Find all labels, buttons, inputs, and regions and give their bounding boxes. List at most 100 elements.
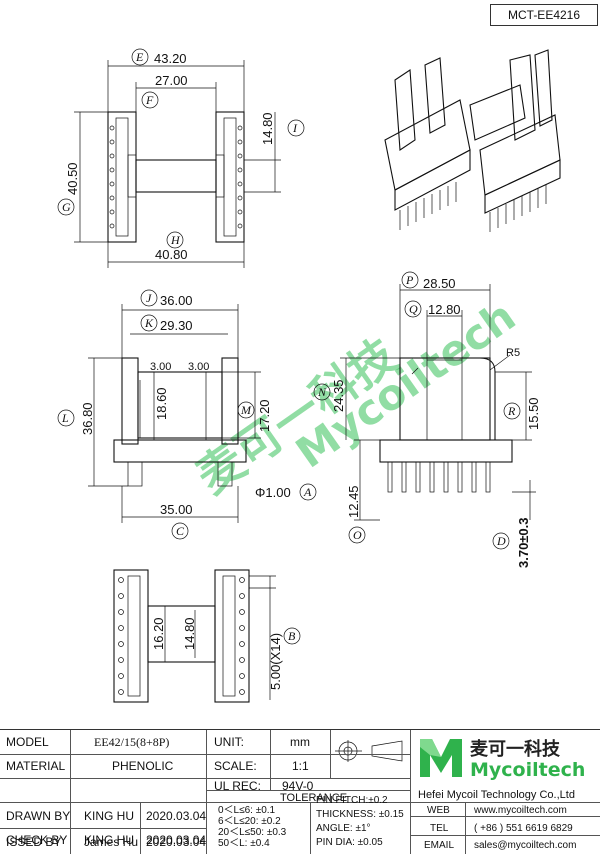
tolerance-4: 50＜L: ±0.4 bbox=[218, 838, 270, 849]
callout-B bbox=[283, 627, 301, 645]
tolerance-label: TOLERANCE bbox=[280, 792, 348, 804]
dim-N: 24.35 bbox=[331, 379, 346, 412]
logo-mark-icon bbox=[420, 739, 462, 777]
callout-Q bbox=[404, 300, 422, 318]
callout-L-label: L bbox=[61, 411, 69, 425]
dim-inner-height: 18.60 bbox=[154, 387, 169, 420]
dim-L: 36.80 bbox=[80, 402, 95, 435]
callout-G bbox=[57, 198, 75, 216]
company-name: Hefei Mycoil Technology Co.,Ltd bbox=[418, 789, 575, 801]
callout-C bbox=[171, 522, 189, 540]
issued-name: James Hu bbox=[84, 835, 139, 849]
callout-K-label: K bbox=[144, 316, 154, 330]
dim-pin-dia: Φ1.00 bbox=[255, 485, 291, 500]
callout-M-label: M bbox=[240, 403, 252, 417]
dim-pin-length: 3.70±0.3 bbox=[516, 517, 531, 568]
front-view bbox=[88, 304, 261, 523]
ul-value: 94V-0 bbox=[282, 779, 314, 793]
callout-N bbox=[313, 383, 331, 401]
dim-G: 40.50 bbox=[65, 162, 80, 195]
dim-O: 12.45 bbox=[346, 485, 361, 518]
check-label: CHECK BY bbox=[6, 833, 68, 847]
unit-value: mm bbox=[290, 735, 310, 749]
dim-pitch: 5.00(X14) bbox=[268, 633, 283, 690]
ul-label: UL REC: bbox=[214, 779, 261, 793]
callout-O bbox=[348, 526, 366, 544]
tolerance-1: 0＜L≤6: ±0.1 bbox=[218, 805, 276, 816]
callout-M bbox=[237, 401, 255, 419]
tolerance-7: ANGLE: ±1° bbox=[316, 823, 371, 834]
unit-label: UNIT: bbox=[214, 735, 244, 749]
tolerance-3: 20＜L≤50: ±0.3 bbox=[218, 827, 287, 838]
dim-bottom-right: 14.80 bbox=[182, 617, 197, 650]
callout-I-label: I bbox=[292, 121, 298, 135]
top-view bbox=[74, 60, 281, 268]
tolerance-5: PIN PITCH:±0.2 bbox=[316, 795, 388, 806]
drawn-date: 2020.03.04 bbox=[146, 809, 207, 823]
email-label: EMAIL bbox=[424, 840, 455, 851]
tel-value: ( +86 ) 551 6619 6829 bbox=[474, 823, 573, 834]
dim-slot-right: 3.00 bbox=[188, 361, 209, 373]
dim-slot-left: 3.00 bbox=[150, 361, 171, 373]
callout-E bbox=[131, 48, 149, 66]
email-value[interactable]: sales@mycoiltech.com bbox=[474, 840, 577, 851]
tolerance-8: PIN DIA: ±0.05 bbox=[316, 837, 383, 848]
side-view bbox=[340, 284, 536, 521]
callout-D bbox=[492, 532, 510, 550]
callout-G-label: G bbox=[62, 200, 71, 214]
logo-cn: 麦可一科技 bbox=[470, 739, 560, 760]
callout-P-label: P bbox=[405, 273, 414, 287]
material-value: PHENOLIC bbox=[112, 759, 174, 773]
dim-radius: R5 bbox=[506, 347, 520, 359]
issued-date: 2020.03.04 bbox=[146, 835, 207, 849]
scale-value: 1:1 bbox=[292, 759, 309, 773]
callout-J bbox=[140, 289, 158, 307]
issued-label: ISSED BY bbox=[6, 835, 62, 849]
callout-C-label: C bbox=[176, 524, 185, 538]
dim-I: 14.80 bbox=[260, 112, 275, 145]
web-value[interactable]: www.mycoiltech.com bbox=[474, 805, 567, 816]
callout-B-label: B bbox=[288, 629, 296, 643]
callout-K bbox=[140, 314, 158, 332]
part-number-box: MCT-EE4216 bbox=[490, 4, 598, 26]
callout-I bbox=[287, 119, 305, 137]
callout-R-label: R bbox=[507, 404, 516, 418]
tolerance-6: THICKNESS: ±0.15 bbox=[316, 809, 404, 820]
isometric-view bbox=[384, 49, 561, 232]
dim-P: 28.50 bbox=[423, 276, 456, 291]
dim-M: 17.20 bbox=[257, 399, 272, 432]
callout-A-label: A bbox=[303, 485, 312, 499]
drawn-name: KING HU bbox=[84, 809, 135, 823]
dim-R: 15.50 bbox=[526, 397, 541, 430]
projection-symbol bbox=[335, 740, 403, 762]
tel-label: TEL bbox=[430, 823, 449, 834]
callout-O-label: O bbox=[353, 528, 362, 542]
model-label: MODEL bbox=[6, 735, 49, 749]
callout-F bbox=[141, 91, 159, 109]
dim-bottom-left: 16.20 bbox=[151, 617, 166, 650]
callout-J-label: J bbox=[146, 291, 152, 305]
tolerance-2: 6＜L≤20: ±0.2 bbox=[218, 816, 281, 827]
dim-E: 43.20 bbox=[154, 51, 187, 66]
model-value: EE42/15(8+8P) bbox=[94, 735, 170, 749]
callout-R bbox=[503, 402, 521, 420]
callout-A bbox=[299, 483, 317, 501]
dim-H: 40.80 bbox=[155, 247, 188, 262]
callout-N-label: N bbox=[317, 385, 327, 399]
dim-C: 35.00 bbox=[160, 502, 193, 517]
callout-L bbox=[57, 409, 75, 427]
title-block: MODEL EE42/15(8+8P) UNIT: mm MATERIAL PH… bbox=[0, 729, 600, 854]
bottom-view bbox=[113, 569, 276, 703]
scale-label: SCALE: bbox=[214, 759, 257, 773]
check-name: KING HU bbox=[84, 833, 135, 847]
callout-F-label: F bbox=[145, 93, 154, 107]
callout-E-label: E bbox=[135, 50, 144, 64]
part-number: MCT-EE4216 bbox=[507, 8, 581, 22]
callout-P bbox=[401, 271, 419, 289]
web-label: WEB bbox=[427, 805, 450, 816]
callout-Q-label: Q bbox=[409, 302, 418, 316]
company-logo: 麦可一科技 Mycoiltech bbox=[418, 731, 598, 785]
dim-F: 27.00 bbox=[155, 73, 188, 88]
callout-H-label: H bbox=[170, 233, 181, 247]
